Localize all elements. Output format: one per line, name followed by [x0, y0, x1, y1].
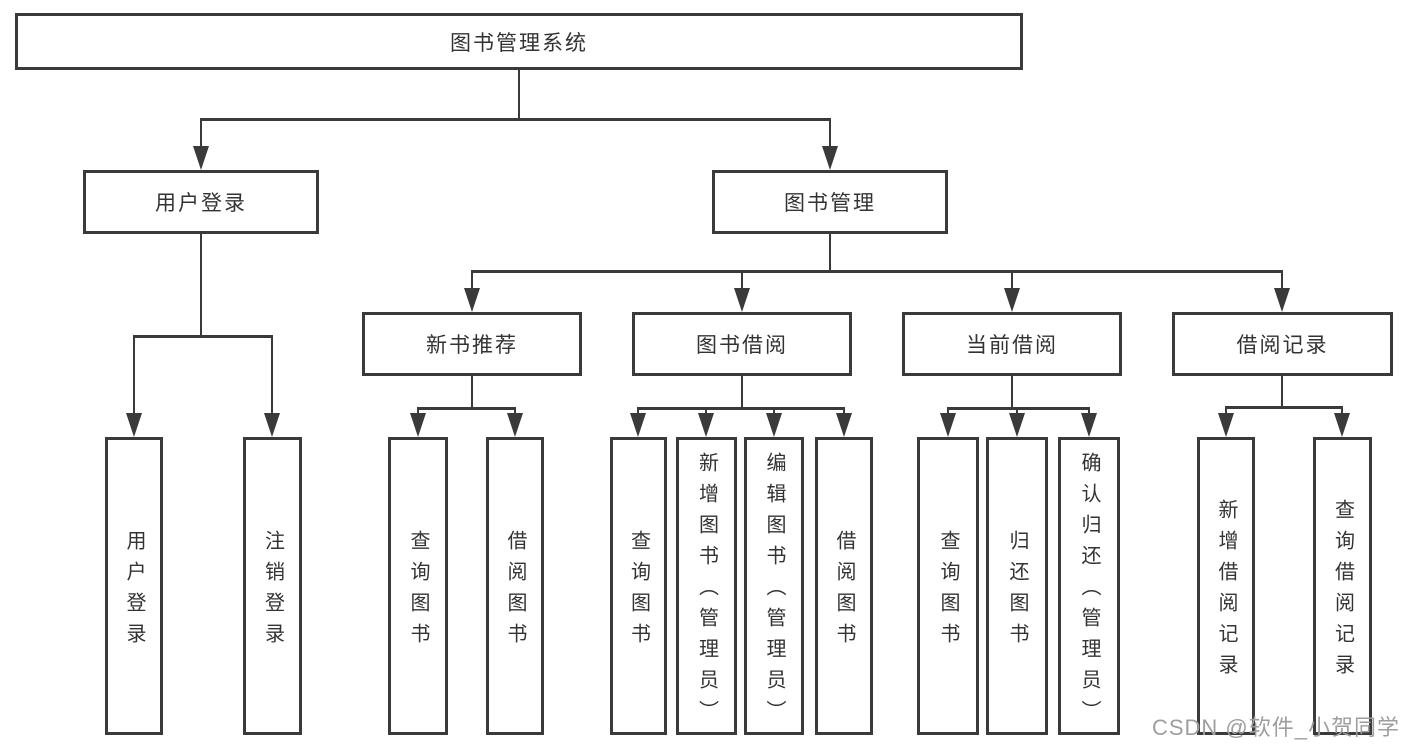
connector-bar: [470, 270, 1284, 273]
connector-drop: [470, 270, 474, 292]
connector-bar: [636, 407, 846, 410]
node-library-system: 图书管理系统: [15, 13, 1023, 70]
connector-stem: [740, 376, 744, 407]
leaf-borrow-books-newbook: 借阅图书: [486, 437, 544, 735]
node-library-system-label: 图书管理系统: [450, 31, 588, 55]
arrow-down-icon: [1081, 413, 1097, 437]
watermark: CSDN @软件_小贺同学: [1151, 715, 1400, 740]
leaf-user-login: 用户登录: [105, 437, 163, 735]
connector-drop: [1224, 406, 1228, 417]
connector-drop: [842, 407, 846, 417]
leaf-query-borrow-record: 查询借阅记录: [1313, 437, 1372, 735]
leaf-confirm-return-admin-label: 确认归还（管理员）: [1078, 452, 1100, 731]
connector-bar: [1224, 406, 1344, 409]
arrow-down-icon: [126, 413, 142, 437]
node-user-login: 用户登录: [83, 170, 319, 234]
connector-drop: [772, 407, 776, 417]
arrow-down-icon: [410, 413, 426, 437]
arrow-down-icon: [193, 146, 209, 170]
leaf-add-books-admin-label: 新增图书（管理员）: [695, 452, 718, 731]
connector-stem: [1280, 376, 1284, 406]
connector-drop: [416, 407, 420, 417]
leaf-add-borrow-record: 新增借阅记录: [1197, 437, 1255, 735]
connector-drop: [513, 407, 517, 417]
leaf-borrow-books-borrowing-label: 借阅图书: [833, 529, 855, 654]
connector-drop: [1087, 407, 1091, 417]
connector-drop: [270, 335, 274, 417]
connector-drop: [1010, 270, 1014, 292]
connector-stem: [1010, 376, 1014, 407]
node-user-login-label: 用户登录: [155, 192, 247, 215]
connector-bar: [132, 335, 274, 338]
connector-stem: [199, 234, 203, 335]
connector-drop: [636, 407, 640, 417]
leaf-logout-login-label: 注销登录: [261, 529, 284, 654]
node-new-book-recommendation-label: 新书推荐: [426, 334, 518, 357]
connector-drop: [132, 335, 136, 417]
node-book-borrowing: 图书借阅: [632, 312, 852, 376]
leaf-borrow-books-newbook-label: 借阅图书: [504, 529, 526, 654]
leaf-add-borrow-record-label: 新增借阅记录: [1215, 498, 1237, 685]
node-new-book-recommendation: 新书推荐: [362, 312, 582, 376]
connector-bar: [946, 407, 1091, 410]
node-book-management-label: 图书管理: [784, 192, 876, 215]
leaf-edit-books-admin-label: 编辑图书（管理员）: [763, 452, 785, 731]
leaf-query-books-borrowing-label: 查询图书: [627, 529, 650, 654]
arrow-down-icon: [734, 288, 750, 312]
connector-drop: [1015, 407, 1019, 417]
leaf-return-books: 归还图书: [986, 437, 1048, 735]
connector-drop: [828, 118, 832, 150]
leaf-user-login-label: 用户登录: [123, 529, 145, 654]
arrow-down-icon: [264, 413, 280, 437]
node-current-borrowing: 当前借阅: [902, 312, 1122, 376]
arrow-down-icon: [1274, 288, 1290, 312]
leaf-query-books-current-label: 查询图书: [937, 529, 959, 654]
connector-drop: [1340, 406, 1344, 417]
arrow-down-icon: [1009, 413, 1025, 437]
arrow-down-icon: [1334, 413, 1350, 437]
connector-stem: [828, 234, 832, 270]
leaf-return-books-label: 归还图书: [1006, 529, 1028, 654]
connector-drop: [946, 407, 950, 417]
leaf-edit-books-admin: 编辑图书（管理员）: [744, 437, 804, 735]
leaf-logout-login: 注销登录: [243, 437, 302, 735]
arrow-down-icon: [630, 413, 646, 437]
node-current-borrowing-label: 当前借阅: [966, 334, 1058, 357]
leaf-query-books-borrowing: 查询图书: [610, 437, 667, 735]
arrow-down-icon: [698, 413, 714, 437]
node-book-borrowing-label: 图书借阅: [696, 334, 788, 357]
leaf-query-borrow-record-label: 查询借阅记录: [1331, 498, 1354, 685]
connector-stem: [517, 70, 521, 118]
leaf-add-books-admin: 新增图书（管理员）: [676, 437, 737, 735]
arrow-down-icon: [766, 413, 782, 437]
arrow-down-icon: [1218, 413, 1234, 437]
node-borrowing-records-label: 借阅记录: [1236, 334, 1329, 357]
connector-drop: [740, 270, 744, 292]
leaf-borrow-books-borrowing: 借阅图书: [815, 437, 873, 735]
arrow-down-icon: [822, 146, 838, 170]
connector-bar: [416, 407, 517, 410]
connector-bar: [199, 118, 832, 121]
connector-stem: [470, 376, 474, 407]
arrow-down-icon: [507, 413, 523, 437]
connector-drop: [704, 407, 708, 417]
leaf-query-books-newbook: 查询图书: [388, 437, 448, 735]
arrow-down-icon: [464, 288, 480, 312]
arrow-down-icon: [940, 413, 956, 437]
node-book-management: 图书管理: [712, 170, 948, 234]
connector-drop: [199, 118, 203, 150]
arrow-down-icon: [1004, 288, 1020, 312]
connector-drop: [1280, 270, 1284, 292]
leaf-confirm-return-admin: 确认归还（管理员）: [1058, 437, 1120, 735]
leaf-query-books-current: 查询图书: [917, 437, 979, 735]
arrow-down-icon: [836, 413, 852, 437]
node-borrowing-records: 借阅记录: [1172, 312, 1393, 376]
leaf-query-books-newbook-label: 查询图书: [407, 529, 429, 654]
